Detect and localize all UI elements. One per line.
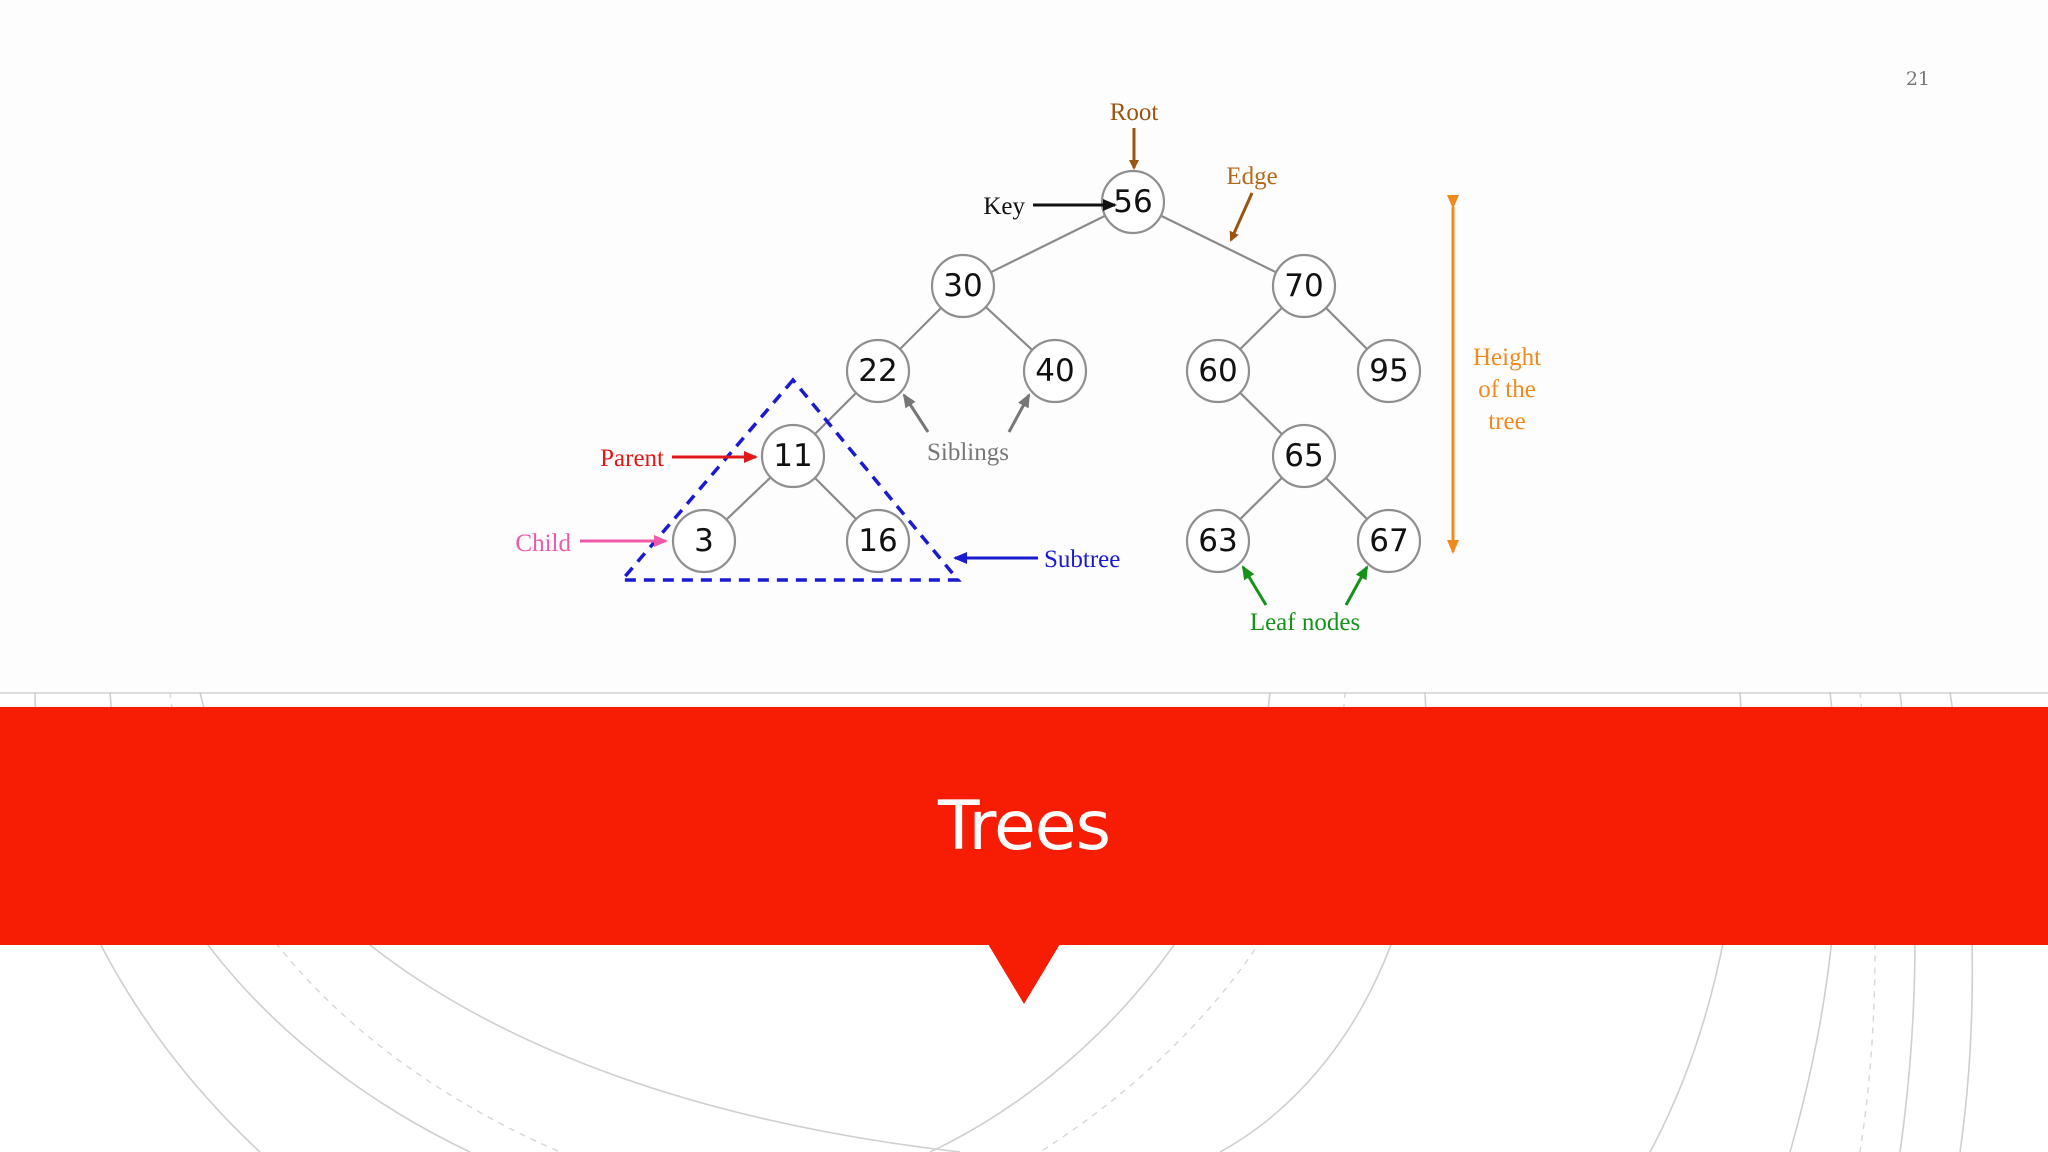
banner-pointer bbox=[988, 944, 1060, 1004]
tree-node-40: 40 bbox=[1022, 338, 1088, 404]
tree-diagram: 56 30 70 22 40 60 95 11 65 3 16 63 67 Ro… bbox=[515, 99, 1541, 636]
height-label-line1: Height bbox=[1473, 344, 1541, 371]
height-label-line3: tree bbox=[1488, 408, 1525, 435]
title-banner bbox=[0, 707, 2048, 945]
node-key: 56 bbox=[1113, 184, 1152, 220]
node-key: 67 bbox=[1369, 523, 1408, 559]
leaf-arrow-left bbox=[1241, 565, 1268, 606]
tree-node-60: 60 bbox=[1185, 338, 1251, 404]
siblings-arrow-right bbox=[1007, 393, 1031, 433]
parent-label: Parent bbox=[600, 445, 664, 472]
node-key: 30 bbox=[943, 268, 982, 304]
subtree-outline bbox=[618, 377, 962, 582]
node-key: 60 bbox=[1198, 353, 1237, 389]
subtree-label: Subtree bbox=[1044, 546, 1120, 573]
node-key: 11 bbox=[773, 438, 812, 474]
node-key: 70 bbox=[1284, 268, 1323, 304]
siblings-label: Siblings bbox=[927, 439, 1009, 466]
node-key: 22 bbox=[858, 353, 897, 389]
siblings-arrow-left bbox=[902, 393, 930, 433]
root-label: Root bbox=[1110, 99, 1159, 126]
edge-arrow bbox=[1229, 192, 1254, 242]
leaf-arrow-right bbox=[1344, 565, 1369, 606]
node-key: 63 bbox=[1198, 523, 1237, 559]
slide-title: Trees bbox=[937, 786, 1111, 866]
node-key: 95 bbox=[1369, 353, 1408, 389]
tree-node-56: 56 bbox=[1100, 169, 1166, 235]
page-number: 21 bbox=[1905, 68, 1930, 90]
height-label-line2: of the bbox=[1478, 376, 1536, 403]
tree-node-16: 16 bbox=[845, 508, 911, 574]
tree-node-65: 65 bbox=[1271, 423, 1337, 489]
tree-node-3: 3 bbox=[671, 508, 737, 574]
child-label: Child bbox=[515, 530, 571, 557]
node-key: 16 bbox=[858, 523, 897, 559]
tree-node-30: 30 bbox=[930, 253, 996, 319]
leaf-nodes-label: Leaf nodes bbox=[1250, 609, 1360, 636]
node-key: 3 bbox=[694, 523, 714, 559]
node-key: 65 bbox=[1284, 438, 1323, 474]
tree-node-67: 67 bbox=[1356, 508, 1422, 574]
edge-label: Edge bbox=[1226, 163, 1277, 190]
node-key: 40 bbox=[1035, 353, 1074, 389]
tree-node-70: 70 bbox=[1271, 253, 1337, 319]
tree-node-11: 11 bbox=[760, 423, 826, 489]
key-label: Key bbox=[983, 193, 1025, 220]
tree-node-95: 95 bbox=[1356, 338, 1422, 404]
tree-node-22: 22 bbox=[845, 338, 911, 404]
tree-node-63: 63 bbox=[1185, 508, 1251, 574]
slide-image bbox=[0, 692, 2048, 694]
